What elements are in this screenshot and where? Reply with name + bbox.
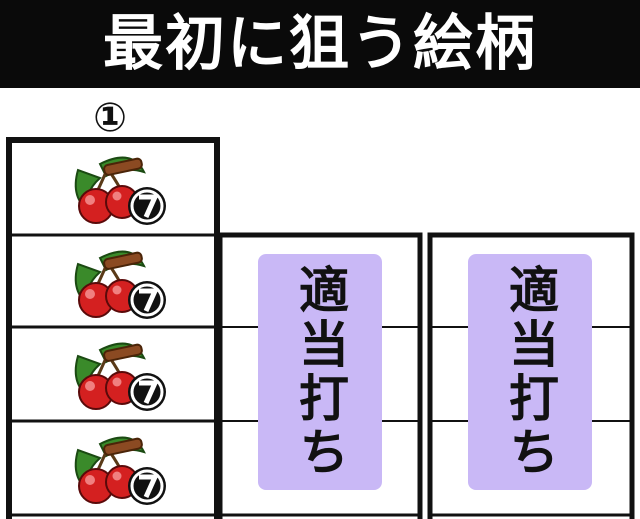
right-reel-label: 適当打ち bbox=[501, 264, 559, 480]
center-reel-label: 適当打ち bbox=[291, 264, 349, 480]
center-reel-label-box: 適当打ち bbox=[258, 254, 382, 490]
reel-number-label: ① bbox=[93, 95, 127, 141]
cherry-seven-icon bbox=[60, 244, 170, 324]
page-title: 最初に狙う絵柄 bbox=[103, 9, 537, 79]
right-reel-label-box: 適当打ち bbox=[468, 254, 592, 490]
title-bar: 最初に狙う絵柄 bbox=[0, 0, 640, 88]
cherry-seven-icon bbox=[60, 336, 170, 416]
cherry-seven-icon bbox=[60, 430, 170, 510]
cherry-seven-icon bbox=[60, 150, 170, 230]
